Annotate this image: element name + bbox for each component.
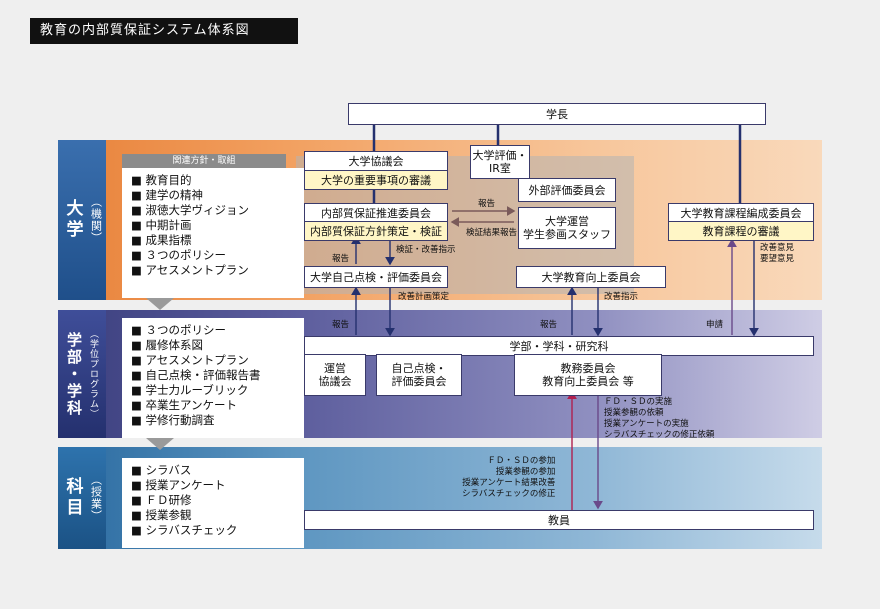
faculty-actions-note: ＦＤ・ＳＤの実施 授業参観の依頼 授業アンケートの実施 シラバスチェックの修正依…	[604, 397, 715, 440]
list-item: ■ 中期計画	[131, 218, 192, 232]
list-item: ■ ３つのポリシー	[131, 323, 227, 337]
section-subject-sub: （授業）	[89, 474, 103, 522]
list-item: ■ 履修体系図	[131, 338, 204, 352]
list-item: ■ アセスメントプラン	[131, 353, 249, 367]
section-univ-sub: （機関）	[89, 196, 103, 244]
improve-instruct-label: 改善指示	[604, 292, 639, 302]
univ-list-header: 関連方針・取組	[122, 154, 286, 168]
list-item: ■ シラバス	[131, 463, 192, 477]
list-item: ■ シラバスチェック	[131, 523, 238, 537]
list-item: ■ 授業参観	[131, 508, 192, 522]
list-item: ■ 学修行動調査	[131, 413, 215, 427]
university-council-box: 大学協議会	[304, 151, 448, 172]
curriculum-committee-box: 大学教育課程編成委員会	[668, 203, 814, 223]
report-label: 報告	[332, 254, 350, 264]
list-item: ■ 建学の精神	[131, 188, 204, 202]
section-univ-main: 大学	[62, 199, 83, 241]
improve-opinion-label: 改善意見 要望意見	[760, 243, 795, 264]
subject-policy-list: ■ シラバス ■ 授業アンケート ■ ＦＤ研修 ■ 授業参観 ■ シラバスチェッ…	[122, 458, 304, 548]
faculty-dept-box: 学部・学科・研究科	[304, 336, 814, 356]
teacher-actions-note: ＦＤ・ＳＤの参加 授業参観の参加 授業アンケート結果改善 シラバスチェックの修正	[462, 456, 556, 499]
apply-label: 申請	[706, 320, 724, 330]
teachers-box: 教員	[304, 510, 814, 530]
self-eval-committee-box: 大学自己点検・評価委員会	[304, 266, 448, 288]
edu-improvement-committee-box: 大学教育向上委員会	[516, 266, 666, 288]
qa-role-box: 内部質保証方針策定・検証	[304, 221, 448, 241]
evaluation-ir-office-box: 大学評価・ IR室	[470, 145, 530, 179]
list-item: ■ 教育目的	[131, 173, 192, 187]
faculty-self-eval-box: 自己点検・ 評価委員会	[376, 354, 462, 396]
list-item: ■ 卒業生アンケート	[131, 398, 238, 412]
list-item: ■ 学士力ルーブリック	[131, 383, 249, 397]
list-item: ■ ＦＤ研修	[131, 493, 192, 507]
section-subject-main: 科目	[62, 477, 83, 519]
section-label-subject: 科目 （授業）	[58, 447, 106, 549]
external-eval-committee-box: 外部評価委員会	[518, 178, 616, 202]
council-role-box: 大学の重要事項の審議	[304, 170, 448, 190]
report-label: 報告	[332, 320, 350, 330]
faculty-policy-list: ■ ３つのポリシー ■ 履修体系図 ■ アセスメントプラン ■ 自己点検・評価報…	[122, 318, 304, 438]
section-faculty-sub: （学位プログラム）	[88, 329, 98, 419]
down-triangle-icon	[146, 438, 174, 450]
diagram-title: 教育の内部質保証システム体系図	[30, 18, 298, 44]
list-item: ■ ３つのポリシー	[131, 248, 227, 262]
list-item: ■ アセスメントプラン	[131, 263, 249, 277]
verify-instruct-label: 検証・改善指示	[396, 245, 456, 255]
list-item: ■ 淑徳大学ヴィジョン	[131, 203, 250, 217]
improve-plan-label: 改善計画策定	[398, 292, 450, 302]
list-item: ■ 授業アンケート	[131, 478, 226, 492]
curriculum-role-box: 教育課程の審議	[668, 221, 814, 241]
section-label-faculty: 学部・学科 （学位プログラム）	[58, 310, 106, 438]
section-label-univ: 大学 （機関）	[58, 140, 106, 300]
student-staff-box: 大学運営 学生参画スタッフ	[518, 207, 616, 249]
academic-affairs-box: 教務委員会 教育向上委員会 等	[514, 354, 662, 396]
president-box: 学長	[348, 103, 766, 125]
verify-result-label: 検証結果報告	[466, 228, 518, 238]
list-item: ■ 成果指標	[131, 233, 192, 247]
admin-council-box: 運営 協議会	[304, 354, 366, 396]
qa-committee-box: 内部質保証推進委員会	[304, 203, 448, 223]
list-item: ■ 自己点検・評価報告書	[131, 368, 261, 382]
section-faculty-main: 学部・学科	[65, 331, 83, 417]
report-label: 報告	[478, 199, 496, 209]
univ-policy-list: ■ 教育目的 ■ 建学の精神 ■ 淑徳大学ヴィジョン ■ 中期計画 ■ 成果指標…	[122, 168, 304, 298]
report-label: 報告	[540, 320, 558, 330]
down-triangle-icon	[146, 298, 174, 310]
